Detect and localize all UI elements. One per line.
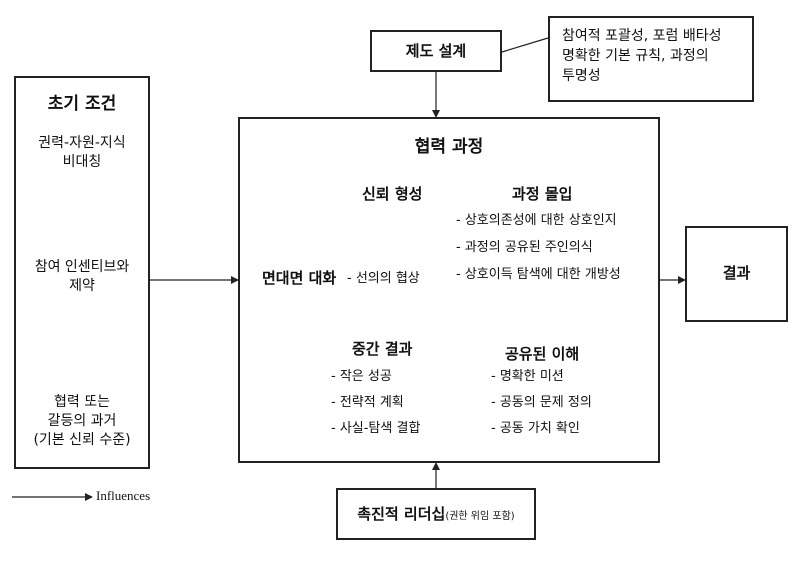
shared-understanding-item: - 공동 가치 확인 (491, 421, 580, 436)
intermediate-outcomes-item: - 작은 성공 (331, 369, 392, 384)
institutional-design-note-box: 참여적 포괄성, 포럼 배타성 명확한 기본 규칙, 과정의 투명성 (548, 16, 754, 102)
initial-conditions-title: 초기 조건 (47, 94, 117, 114)
intermediate-outcomes-item: - 전략적 계획 (331, 395, 404, 410)
shared-understanding-title: 공유된 이해 (505, 345, 580, 363)
collaborative-process-box: 협력 과정 (238, 117, 660, 463)
note-connector-line (501, 37, 549, 53)
history-line1: 협력 또는 (54, 394, 110, 410)
face-to-face-dialogue-label: 면대면 대화 (262, 269, 337, 287)
commitment-item: - 과정의 공유된 주인의식 (456, 240, 593, 255)
facilitative-leadership-title: 촉진적 리더십 (357, 505, 446, 523)
institutional-design-box: 제도 설계 (370, 30, 502, 72)
design-note-line1: 참여적 포괄성, 포럼 배타성 (562, 28, 722, 44)
incentives-line1: 참여 인센티브와 (34, 259, 130, 275)
initial-conditions-box: 초기 조건 권력-자원-지식 비대칭 참여 인센티브와 제약 협력 또는 갈등의… (14, 76, 150, 469)
history-line2: 갈등의 과거 (47, 413, 117, 429)
shared-understanding-item: - 명확한 미션 (491, 369, 564, 384)
trust-building-label: 신뢰 형성 (362, 185, 423, 203)
institutional-design-title: 제도 설계 (405, 42, 467, 60)
outcomes-title: 결과 (722, 264, 751, 282)
face-to-face-detail: - 선의의 협상 (347, 271, 420, 286)
outcomes-box: 결과 (685, 226, 788, 322)
facilitative-leadership-box: 촉진적 리더십(권한 위임 포함) (336, 488, 536, 540)
commitment-item: - 상호이득 탐색에 대한 개방성 (456, 267, 621, 282)
design-note-line3: 투명성 (562, 68, 601, 84)
collaborative-process-title: 협력 과정 (414, 137, 484, 157)
commitment-title: 과정 몰입 (512, 185, 573, 203)
incentives-line2: 제약 (69, 278, 95, 294)
asymmetry-line1: 권력-자원-지식 (38, 135, 126, 151)
facilitative-leadership-text: 촉진적 리더십(권한 위임 포함) (338, 505, 534, 524)
design-note-line2: 명확한 기본 규칙, 과정의 (562, 48, 709, 64)
history-line3: (기본 신뢰 수준) (33, 432, 131, 448)
asymmetry-line2: 비대칭 (62, 154, 102, 170)
intermediate-outcomes-item: - 사실-탐색 결합 (331, 421, 421, 436)
shared-understanding-item: - 공동의 문제 정의 (491, 395, 592, 410)
facilitative-leadership-note: (권한 위임 포함) (445, 511, 515, 522)
legend-label: Influences (96, 488, 151, 503)
intermediate-outcomes-title: 중간 결과 (352, 340, 413, 358)
commitment-item: - 상호의존성에 대한 상호인지 (456, 213, 617, 228)
